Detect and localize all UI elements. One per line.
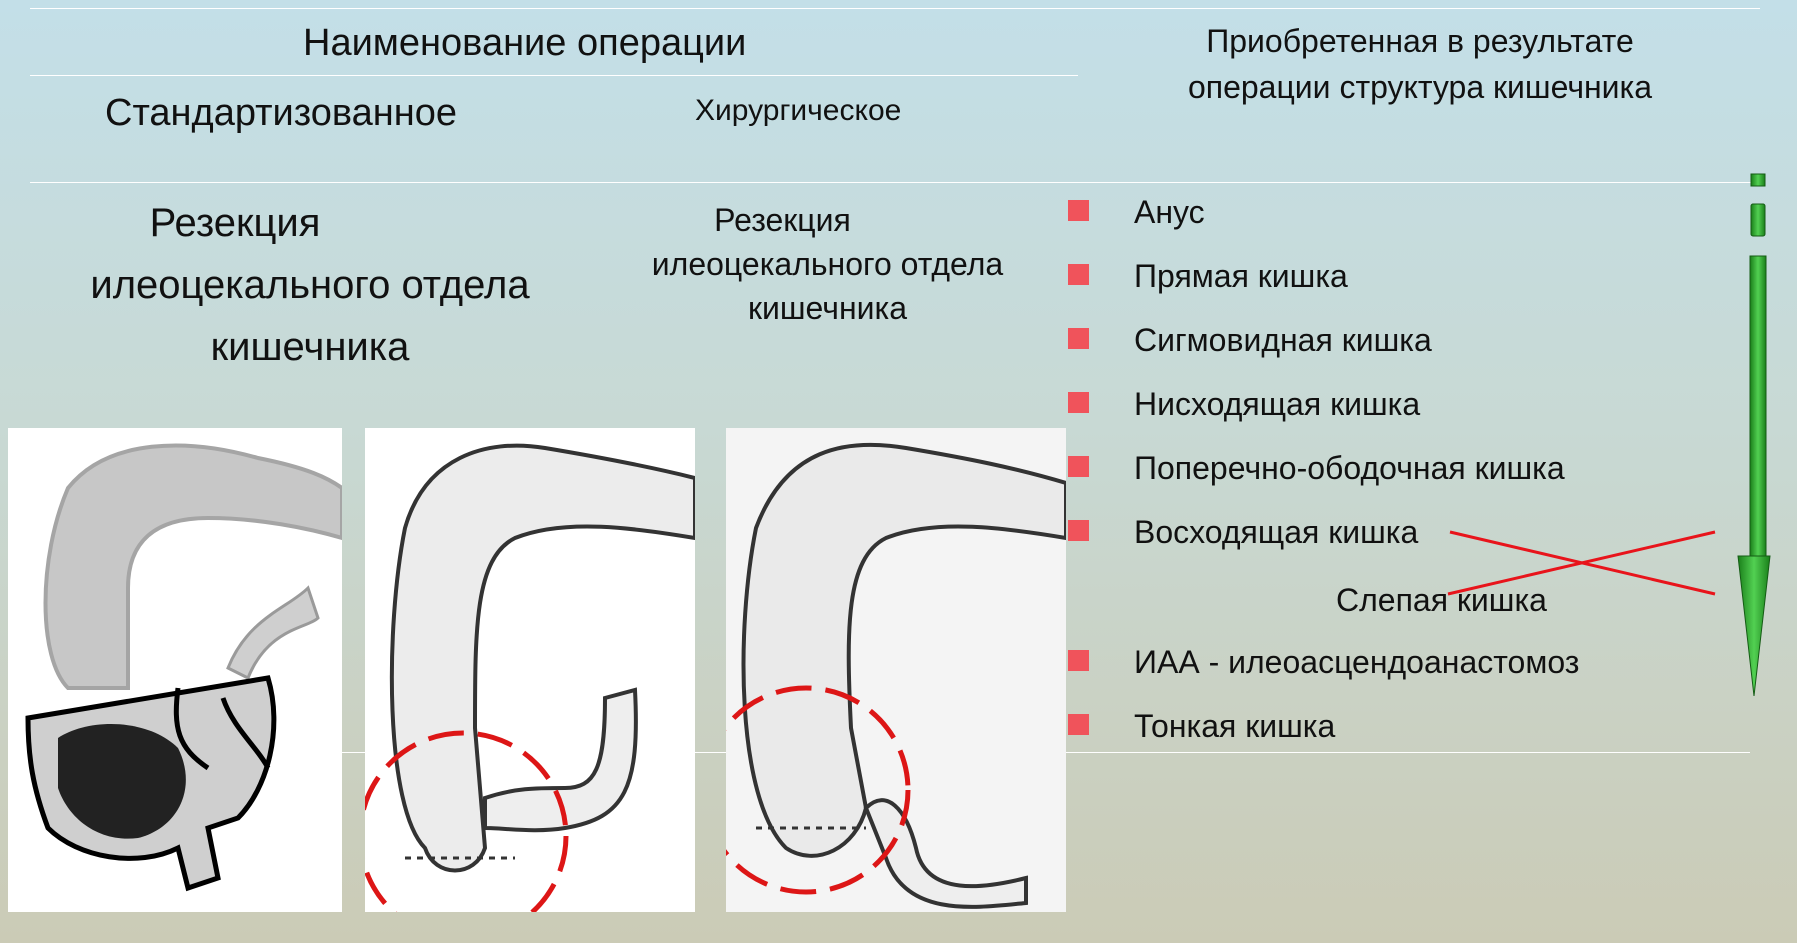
bullet-square [1068, 456, 1089, 477]
structure-header-line2: операции структура кишечника [1120, 64, 1720, 110]
standardized-header: Стандартизованное [105, 92, 457, 135]
list-item-label: Сигмовидная кишка [1134, 320, 1432, 360]
surgical-header: Хирургическое [695, 94, 901, 128]
table-top-rule [30, 8, 1760, 9]
colon-anastomosis-side-icon [365, 428, 695, 912]
list-item-label: Слепая кишка [1336, 580, 1547, 620]
structure-header: Приобретенная в результате операции стру… [1120, 18, 1720, 110]
header-bottom-rule [30, 182, 1760, 183]
surgical-line: илеоцекального отдела [600, 242, 1055, 286]
colon-resection-zone-icon [8, 428, 342, 912]
bullet-square [1068, 328, 1089, 349]
bullet-square [1068, 264, 1089, 285]
header-divider-rule [30, 75, 1078, 76]
bullet-square [1068, 650, 1089, 671]
structure-header-line1: Приобретенная в результате [1120, 18, 1720, 64]
surgical-line: Резекция [510, 198, 1055, 242]
operation-name-header: Наименование операции [303, 22, 746, 65]
list-item-label: Поперечно-ободочная кишка [1134, 448, 1565, 488]
colon-anastomosis-end-icon [726, 428, 1066, 912]
bullet-square [1068, 392, 1089, 413]
standardized-line: Резекция [0, 192, 580, 254]
bullet-square [1068, 714, 1089, 735]
list-item-label: Тонкая кишка [1134, 706, 1335, 746]
standardized-line: илеоцекального отдела [40, 254, 580, 316]
list-item-label: Восходящая кишка [1134, 512, 1418, 552]
standardized-line: кишечника [40, 316, 580, 378]
bullet-square [1068, 520, 1089, 541]
down-arrow-icon [1736, 168, 1772, 708]
list-item-label: Нисходящая кишка [1134, 384, 1420, 424]
surgical-line: кишечника [600, 286, 1055, 330]
list-item-label: Прямая кишка [1134, 256, 1348, 296]
surgical-operation-cell: Резекция илеоцекального отдела кишечника [600, 198, 1055, 330]
list-item-label: Анус [1134, 192, 1205, 232]
standardized-operation-cell: Резекция илеоцекального отдела кишечника [40, 192, 580, 378]
list-item-label: ИАА - илеоасцендоанастомоз [1134, 642, 1579, 682]
bullet-square [1068, 200, 1089, 221]
